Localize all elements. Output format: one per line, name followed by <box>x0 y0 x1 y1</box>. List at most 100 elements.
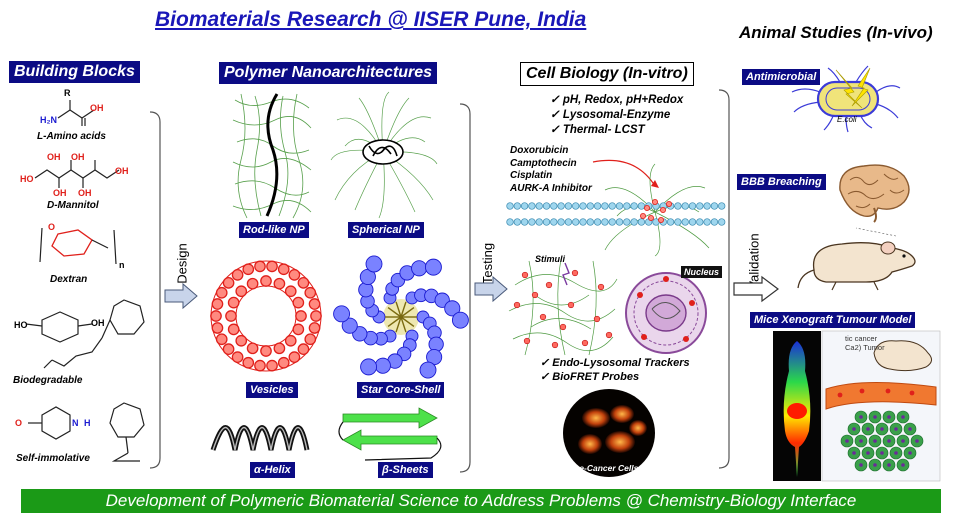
membrane-lipid-bead <box>513 202 521 210</box>
drug-item: Camptothecin <box>510 157 577 169</box>
tumour-cell-nucleus <box>908 451 912 455</box>
tumour-cell-nucleus <box>894 451 898 455</box>
star-core-chain <box>400 301 407 318</box>
vesicle-lipid-head <box>254 260 266 273</box>
tumour-cell-nucleus <box>866 427 870 431</box>
tumour-cell-nucleus <box>873 415 877 419</box>
atom-r: R <box>64 88 71 98</box>
membrane-lipid-bead <box>579 202 587 210</box>
membrane-lipid-bead <box>674 202 682 210</box>
atom-oh-m1: OH <box>47 152 61 162</box>
drug-molecule <box>513 301 521 309</box>
vesicle-lipid-head <box>260 345 272 357</box>
atom-oh-m5: OH <box>78 188 92 198</box>
membrane-lipid-bead <box>520 202 529 210</box>
cell-membrane-graphic <box>506 159 726 257</box>
membrane-lipid-bead <box>593 218 602 226</box>
star-shell-bead <box>444 300 461 317</box>
membrane-lipid-bead <box>674 218 682 226</box>
membrane-lipid-bead <box>586 218 594 226</box>
stimuli-item: Thermal- LCST <box>550 123 683 138</box>
header-cell-biology: Cell Biology (In-vitro) <box>520 62 694 86</box>
tumour-cell-nucleus <box>845 439 849 443</box>
membrane-lipid-bead <box>703 202 711 210</box>
drug-molecule <box>521 271 529 279</box>
vesicle-lipid-head <box>266 359 278 372</box>
tumour-cell-nucleus <box>852 427 856 431</box>
arrow-label-design: Design <box>174 243 190 284</box>
membrane-lipid-bead <box>601 218 609 226</box>
membrane-lipid-bead <box>630 202 638 210</box>
vesicle-lipid-head <box>277 356 290 369</box>
rod-like-np-graphic <box>232 93 312 219</box>
atom-n-self: N <box>72 418 79 428</box>
membrane-lipid-bead <box>710 202 719 210</box>
live-cancer-cells-image <box>563 389 655 477</box>
vesicle-lipid-head <box>284 334 297 347</box>
label-spherical-np: Spherical NP <box>348 222 424 238</box>
star-core-chain <box>395 301 402 318</box>
vesicle-lipid-head <box>284 285 297 298</box>
drug-molecule <box>665 201 672 208</box>
membrane-lipid-bead <box>710 218 719 226</box>
drug-molecule <box>571 269 579 277</box>
tumour-cell-nucleus <box>887 415 891 419</box>
alpha-helix-graphic <box>210 425 310 451</box>
spherical-np-graphic <box>330 91 438 219</box>
atom-ho-m3: HO <box>20 174 34 184</box>
drug-item: AURK-A Inhibitor <box>510 182 592 194</box>
vesicle-lipid-head <box>227 323 240 336</box>
vesicle-lipid-head <box>222 276 235 289</box>
membrane-lipid-bead <box>623 202 631 210</box>
design-arrow-icon <box>164 282 198 310</box>
tumour-cell-nucleus <box>852 451 856 455</box>
drug-molecule <box>639 213 646 220</box>
label-live-cancer-cells: Live-Cancer Cells <box>567 463 639 473</box>
membrane-lipid-bead <box>535 218 543 226</box>
membrane-lipid-bead <box>572 218 580 226</box>
drug-molecule <box>597 283 605 291</box>
membrane-lipid-bead <box>535 202 543 210</box>
vesicle-lipid-head <box>242 263 255 276</box>
label-rod-like-np: Rod-like NP <box>239 222 309 238</box>
membrane-lipid-bead <box>681 202 689 210</box>
vesicle-graphic <box>210 260 322 372</box>
atom-h2n: H₂N <box>40 115 57 125</box>
vesicle-lipid-head <box>211 322 224 334</box>
star-shell-bead <box>451 311 469 329</box>
tumour-cell-nucleus <box>915 439 919 443</box>
vesicle-lipid-head <box>210 310 222 322</box>
membrane-lipid-bead <box>696 202 704 210</box>
membrane-lipid-bead <box>550 218 558 226</box>
star-shell-bead <box>341 317 358 334</box>
tumour-cell-nucleus <box>873 463 877 467</box>
page-title: Biomaterials Research @ IISER Pune, Indi… <box>155 8 587 31</box>
membrane-lipid-bead <box>615 202 624 210</box>
drug-molecule <box>567 301 575 309</box>
drug-molecule <box>523 337 531 345</box>
vesicle-lipid-head <box>260 275 272 287</box>
vesicle-lipid-head <box>277 263 290 276</box>
membrane-lipid-bead <box>564 218 573 226</box>
membrane-lipid-bead <box>630 218 638 226</box>
membrane-lipid-bead <box>601 202 609 210</box>
atom-oh-m2: OH <box>71 152 85 162</box>
drug-molecule <box>593 315 601 323</box>
tumour-cell-nucleus <box>880 451 884 455</box>
amino-acid-structure <box>57 100 95 126</box>
tumour-cell-nucleus <box>901 415 905 419</box>
membrane-lipid-bead <box>506 218 514 226</box>
tumour-cell-nucleus <box>859 439 863 443</box>
label-dextran: Dextran <box>50 274 88 285</box>
drug-molecule <box>647 215 654 222</box>
star-shell-bead <box>333 305 351 323</box>
ecoli-antimicrobial-graphic <box>791 65 901 133</box>
vesicle-lipid-head <box>297 343 310 356</box>
vesicle-lipid-head <box>215 333 228 346</box>
membrane-lipid-bead <box>557 218 565 226</box>
star-core-shell-graphic <box>333 255 469 379</box>
inset-caption-line: Ca2) Tumor <box>845 343 885 352</box>
label-mannitol: D-Mannitol <box>47 200 99 211</box>
membrane-lipid-bead <box>513 218 521 226</box>
atom-h-self: H <box>84 418 91 428</box>
